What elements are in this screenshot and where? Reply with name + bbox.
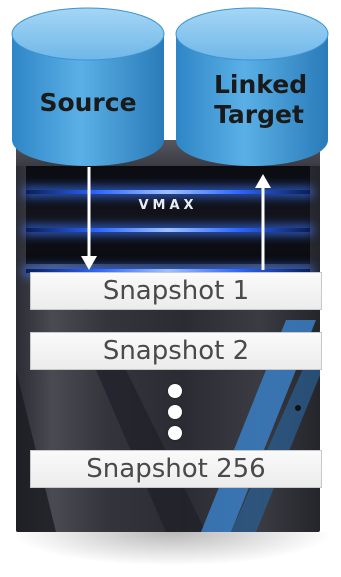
light-strip — [26, 228, 310, 232]
light-strip — [26, 269, 310, 273]
ellipsis-dot — [168, 405, 182, 419]
linked-target-label: Linked Target — [214, 70, 308, 129]
snapshot-arrow — [81, 167, 97, 270]
snapshot-bar: Snapshot 1 — [30, 272, 322, 310]
light-strip — [26, 190, 310, 194]
source-label: Source — [39, 88, 137, 117]
volume-cylinders — [11, 7, 329, 166]
snapshot-bar: Snapshot 256 — [30, 450, 322, 488]
source-cylinder — [11, 7, 165, 166]
linked-target-cylinder — [175, 7, 329, 166]
ellipsis-dot — [168, 384, 182, 398]
snapshot-bar: Snapshot 2 — [30, 332, 322, 370]
array-brand: VMAX — [138, 198, 198, 213]
link-arrow — [255, 174, 271, 270]
array-shadow — [10, 532, 334, 566]
ellipsis-dot — [168, 426, 182, 440]
